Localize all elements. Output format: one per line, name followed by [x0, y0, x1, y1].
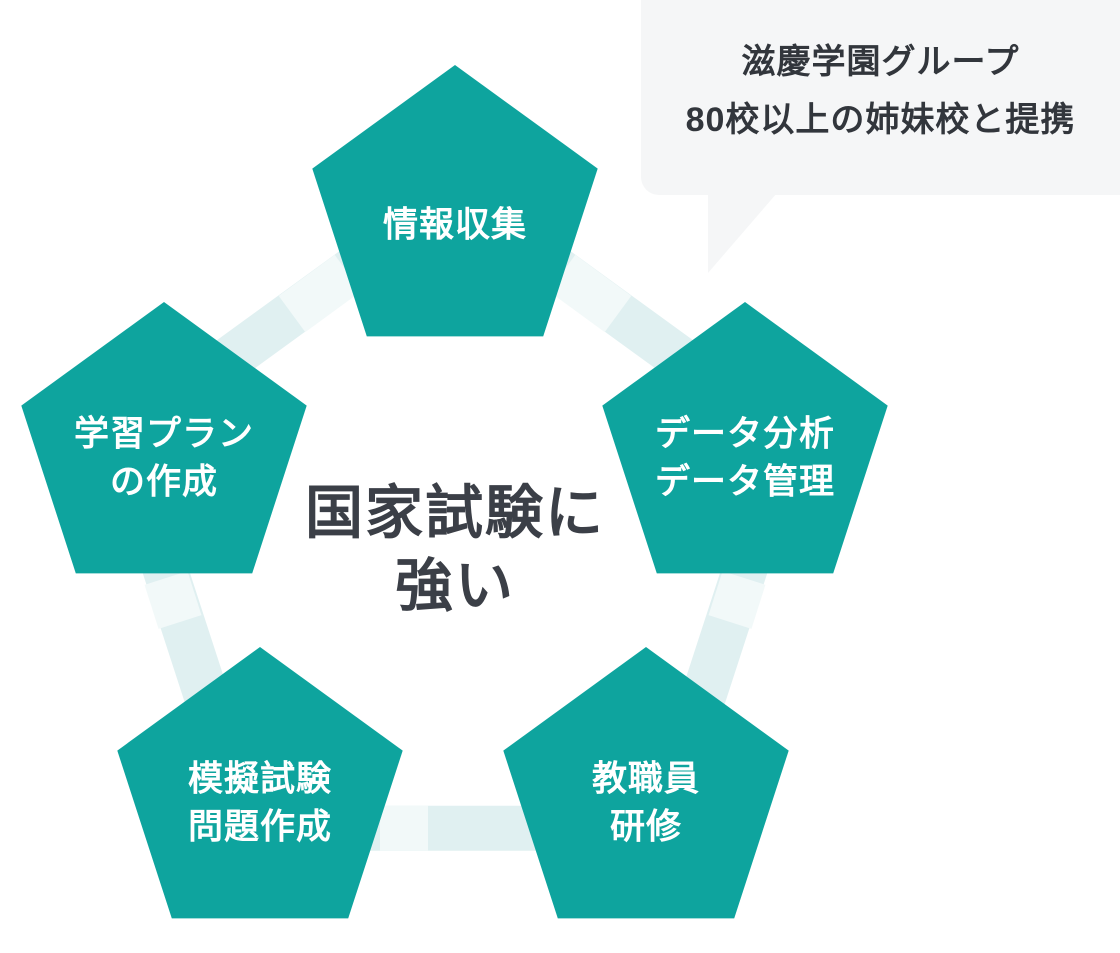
pentagon-label: 教職員: [592, 760, 700, 799]
pentagon-label: の作成: [110, 463, 218, 502]
pentagon-label: 研修: [610, 808, 682, 847]
pentagon-label: 学習プラン: [74, 414, 254, 454]
center-caption-line: 強い: [395, 554, 515, 619]
bubble-line: 80校以上の姉妹校と提携: [685, 100, 1076, 139]
pentagon-label: 情報収集: [383, 206, 527, 245]
pentagon-label: 問題作成: [188, 808, 332, 847]
pentagon-shape: [312, 65, 598, 337]
pentagon-shape: [602, 302, 888, 574]
speech-bubble: 滋慶学園グループ 80校以上の姉妹校と提携: [641, 0, 1120, 195]
pentagon-mock-exam: 模擬試験 問題作成: [117, 647, 403, 919]
bubble-line: 滋慶学園グループ: [741, 42, 1020, 81]
pentagon-data-analysis: データ分析 データ管理: [602, 302, 888, 574]
ring-notch: [708, 571, 766, 629]
pentagon-faculty-training: 教職員 研修: [503, 647, 789, 919]
center-caption-line: 国家試験に: [305, 481, 605, 546]
pentagon-shape: [117, 647, 403, 919]
ring-notch: [548, 254, 632, 333]
pentagon-shape: [21, 302, 307, 574]
pentagon-label: データ管理: [655, 462, 835, 502]
ring-notch: [144, 571, 202, 629]
pentagon-learning-plan: 学習プラン の作成: [21, 302, 307, 574]
speech-bubble-tail: [708, 193, 777, 273]
pentagon-shape: [503, 647, 789, 919]
pentagon-label: データ分析: [655, 414, 835, 454]
pentagon-info-collection: 情報収集: [312, 65, 598, 337]
ring-notch: [278, 254, 362, 333]
pentagon-label: 模擬試験: [188, 760, 332, 799]
